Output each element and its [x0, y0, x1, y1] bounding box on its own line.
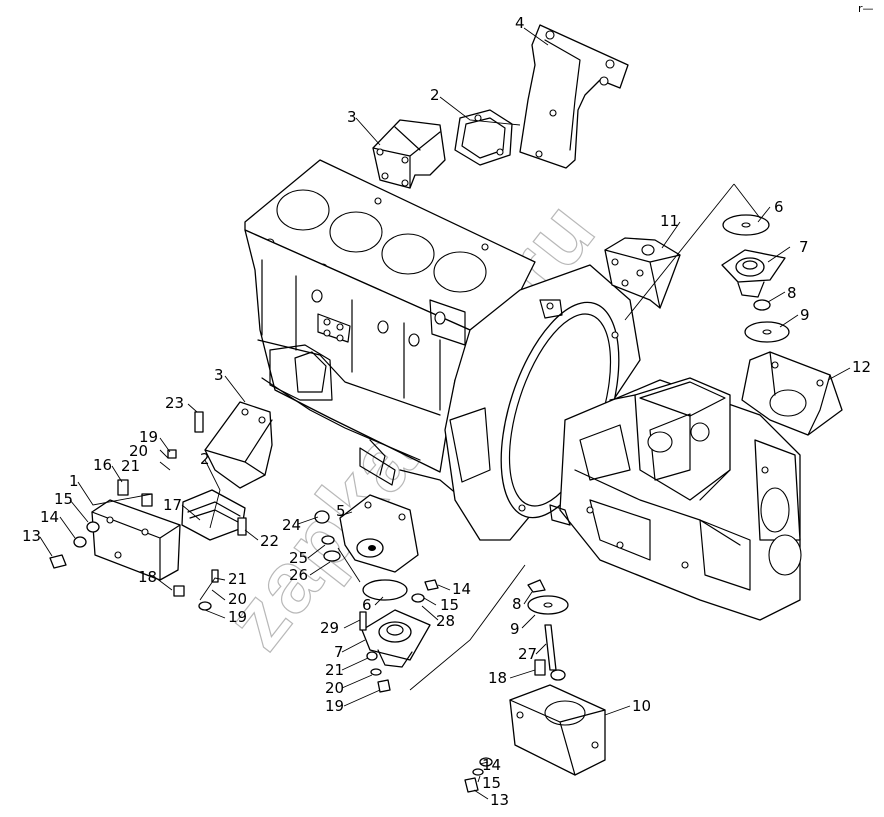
callout-11: 11	[660, 212, 679, 230]
callout-3: 3	[214, 366, 224, 384]
callout-20: 20	[325, 679, 344, 697]
corner-mark: r—	[858, 2, 874, 15]
callout-6: 6	[362, 596, 372, 614]
callout-15: 15	[482, 774, 501, 792]
bracket-part-12	[741, 351, 843, 436]
callout-25: 25	[289, 549, 308, 567]
mount-stack-bottom	[464, 579, 606, 793]
callout-3: 3	[347, 108, 357, 126]
callout-15: 15	[54, 490, 73, 508]
callout-29: 29	[320, 619, 339, 637]
callout-27: 27	[518, 645, 537, 663]
callout-21: 21	[121, 457, 140, 475]
washer-part-6-middle	[362, 579, 408, 601]
callout-labels: 4 2 3 6 11 7 8 9 12 3 23 19 20 21 16 1 1…	[22, 14, 871, 809]
callout-9: 9	[800, 306, 810, 324]
gearbox	[549, 377, 802, 621]
bolt-part-27	[544, 624, 557, 671]
fasteners-middle	[314, 510, 439, 603]
bracket-part-11	[604, 237, 681, 309]
leader-lines	[39, 27, 851, 800]
callout-16: 16	[93, 456, 112, 474]
mount-stack-right	[721, 214, 790, 343]
callout-14: 14	[452, 580, 471, 598]
callout-21: 21	[325, 661, 344, 679]
pad-part-2-top	[454, 109, 513, 166]
bracket-part-10	[509, 684, 606, 776]
callout-19: 19	[139, 428, 158, 446]
callout-19: 19	[228, 608, 247, 626]
washer-part-8-right	[753, 299, 771, 311]
callout-26: 26	[289, 566, 308, 584]
callout-14: 14	[482, 756, 501, 774]
callout-2: 2	[200, 450, 210, 468]
callout-24: 24	[282, 516, 301, 534]
callout-14: 14	[40, 508, 59, 526]
callout-2: 2	[430, 86, 440, 104]
bracket-part-3-top	[372, 119, 446, 189]
bracket-part-5	[339, 494, 419, 573]
bracket-part-3-left	[194, 401, 273, 489]
bolt-part-23	[194, 411, 204, 433]
callout-12: 12	[852, 358, 871, 376]
mount-stack-middle	[359, 579, 431, 693]
callout-13: 13	[490, 791, 509, 809]
callout-6: 6	[774, 198, 784, 216]
callout-28: 28	[436, 612, 455, 630]
callout-17: 17	[163, 496, 182, 514]
callout-9: 9	[510, 620, 520, 638]
callout-23: 23	[165, 394, 184, 412]
callout-8: 8	[512, 595, 522, 613]
callout-19: 19	[325, 697, 344, 715]
callout-10: 10	[632, 697, 651, 715]
engine-block	[244, 159, 536, 506]
callout-20: 20	[129, 442, 148, 460]
callout-4: 4	[515, 14, 525, 32]
callout-1: 1	[69, 472, 79, 490]
callout-7: 7	[799, 238, 809, 256]
callout-5: 5	[336, 502, 346, 520]
callout-8: 8	[787, 284, 797, 302]
fasteners-left	[49, 449, 247, 611]
callout-13: 13	[22, 527, 41, 545]
bracket-part-4	[519, 24, 629, 169]
callout-21: 21	[228, 570, 247, 588]
callout-7: 7	[334, 643, 344, 661]
callout-20: 20	[228, 590, 247, 608]
callout-15: 15	[440, 596, 459, 614]
callout-18: 18	[138, 568, 157, 586]
callout-22: 22	[260, 532, 279, 550]
callout-18: 18	[488, 669, 507, 687]
plate-part-1	[91, 499, 181, 581]
